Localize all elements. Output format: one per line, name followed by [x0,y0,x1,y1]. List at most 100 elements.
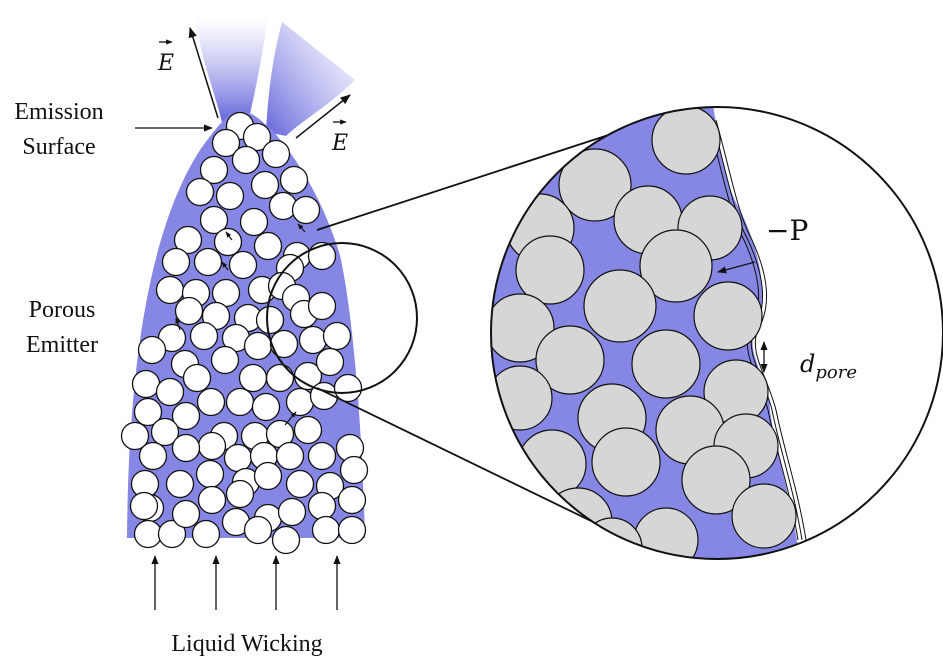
zoom-particle [491,365,553,431]
particle [307,241,337,271]
particle [191,519,221,549]
emission-surface-line1: Emission [14,99,104,125]
particle [133,397,163,427]
particle [337,515,367,545]
particle [161,247,191,277]
porous-emitter-line1: Porous [28,297,96,323]
particle [223,443,253,473]
plume-left [195,18,268,122]
particle [228,250,258,280]
particle [196,387,226,417]
zoom-particle [581,517,643,559]
particle [197,431,227,461]
particle [291,195,321,225]
particle [185,177,215,207]
particle [199,155,229,185]
particle [210,345,240,375]
wicking-arrows [151,555,341,610]
particle [182,363,212,393]
zoom-particle [681,445,751,515]
magnifier-circle [266,242,418,394]
particle [251,392,281,422]
particle [225,479,255,509]
particle [311,515,341,545]
particle [173,225,203,255]
particle [238,363,268,393]
particle [253,231,283,261]
particle [131,369,161,399]
porous-emitter-line2: Emitter [26,332,98,358]
liquid-wicking-label: Liquid Wicking [171,631,323,657]
field-label-left: E [157,51,174,76]
flow-arrows [175,223,306,426]
zoom-particle [651,107,721,175]
field-arrow-left [188,26,219,119]
zoom-line-bottom [316,387,621,536]
pore-label: dpore [800,350,857,383]
porous-emitter-label: Porous Emitter [2,298,122,357]
particle [307,491,337,521]
emission-surface-label: Emission Surface [0,100,118,159]
particle [307,441,337,471]
zoom-particle [633,507,699,559]
particle [195,459,225,489]
particle [189,321,219,351]
zoom-particle [535,325,605,395]
particle [242,122,272,152]
zoom-particles [491,107,797,559]
field-label-right: E [331,131,348,156]
particle [307,291,337,321]
zoom-particle [558,148,632,222]
particle [155,275,185,305]
zoom-view [490,106,943,560]
particle [275,441,305,471]
particle [213,227,243,257]
particle [155,377,185,407]
zoom-circle-outline [490,106,943,560]
particle [277,497,307,527]
particle [171,499,201,529]
particle [279,165,309,195]
particle [193,247,223,277]
particle [137,335,167,365]
zoom-particle [515,235,585,305]
pore-label-sub: pore [815,362,857,383]
particle [174,296,204,326]
pore-label-base: d [800,350,815,378]
pressure-label: −P [766,214,808,247]
zoom-particle [491,293,555,363]
particle [165,469,195,499]
zoom-particle [693,281,763,351]
zoom-particle [731,483,797,549]
particle [211,128,241,158]
particle [157,519,187,549]
pressure-pointer [717,261,756,274]
particle [261,139,291,169]
particle [250,170,280,200]
particle [197,485,227,515]
particle [333,373,363,403]
particle [133,519,163,549]
particle [129,491,159,521]
zoom-particle [583,269,657,343]
particle [271,525,301,555]
particle [215,181,245,211]
particle [225,387,255,417]
particle [231,145,261,175]
zoom-line-top [316,127,631,231]
particle [293,415,323,445]
zoom-particle [639,229,713,303]
emitter-particles [120,111,369,555]
field-symbol-right: E [331,119,348,156]
particle [253,461,283,491]
zoom-particle [591,427,661,497]
particle [150,417,180,447]
particle [337,485,367,515]
emission-surface-line2: Surface [22,134,96,160]
particle [265,363,295,393]
particle [339,455,369,485]
particle [285,387,315,417]
particle [243,515,273,545]
